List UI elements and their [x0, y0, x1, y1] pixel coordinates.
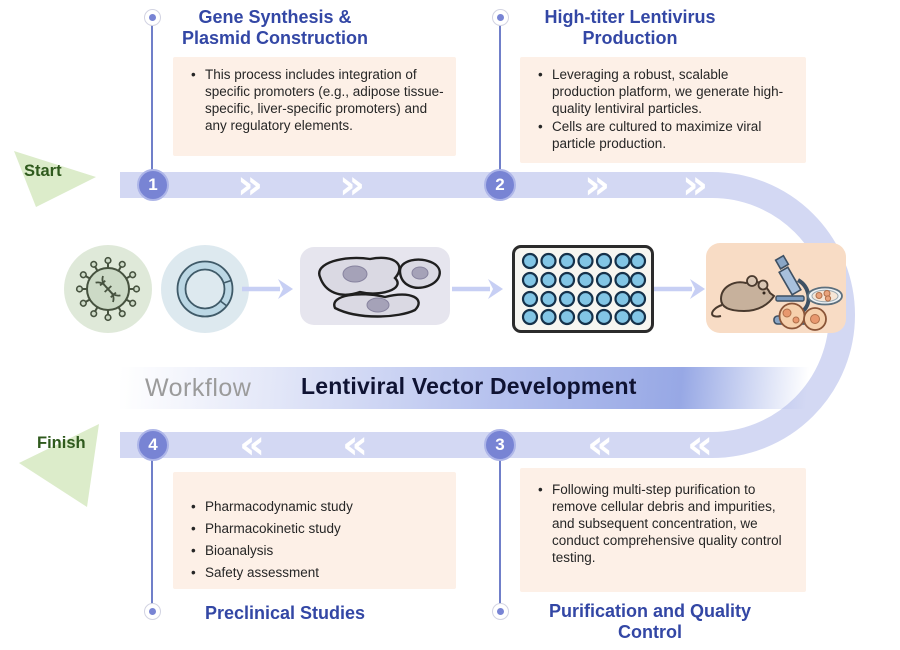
chevron-left-icon: « [342, 422, 368, 468]
preclinical-testing-icon [706, 243, 846, 333]
chevron-right-icon: » [584, 162, 610, 208]
note-bullet: Safety assessment [189, 564, 444, 581]
step-marker-4: 4 [137, 429, 169, 461]
chevron-right-icon: » [339, 162, 365, 208]
connector-line [151, 24, 153, 180]
step-1-title: Gene Synthesis & Plasmid Construction [181, 7, 369, 48]
plasmid-icon [161, 245, 249, 333]
note-bullet: This process includes integration of spe… [189, 66, 444, 134]
chevron-left-icon: « [239, 422, 265, 468]
timeline-dot [492, 9, 509, 26]
step-marker-3: 3 [484, 429, 516, 461]
step-marker-2: 2 [484, 169, 516, 201]
step-2-note: Leveraging a robust, scalable production… [520, 57, 806, 163]
well-plate-icon [512, 245, 654, 333]
note-bullet: Leveraging a robust, scalable production… [536, 66, 794, 117]
note-bullet: Pharmacokinetic study [189, 520, 444, 537]
connector-line [499, 450, 501, 606]
timeline-dot [144, 9, 161, 26]
timeline-dot [144, 603, 161, 620]
workflow-band [120, 367, 820, 409]
timeline-dot [492, 603, 509, 620]
connector-line [151, 450, 153, 606]
finish-arrow [19, 424, 99, 507]
step-4-title: Preclinical Studies [204, 603, 366, 623]
flow-arrow-icon [452, 279, 503, 299]
chevron-right-icon: » [682, 162, 708, 208]
flow-arrow-icon [242, 279, 293, 299]
workflow-label: Workflow [145, 374, 252, 402]
finish-label: Finish [37, 434, 86, 452]
note-bullet: Cells are cultured to maximize viral par… [536, 118, 794, 152]
step-2-title: High-titer Lentivirus Production [544, 7, 716, 48]
flow-arrow-icon [654, 279, 705, 299]
lentivirus-icon [64, 245, 152, 333]
note-bullet: Pharmacodynamic study [189, 498, 444, 515]
step-3-title: Purification and Quality Control [548, 601, 752, 642]
start-label: Start [24, 162, 62, 180]
diagram-title: Lentiviral Vector Development [301, 373, 637, 399]
cells-icon [300, 247, 450, 325]
start-arrow [14, 151, 96, 207]
step-4-note: Pharmacodynamic study Pharmacokinetic st… [173, 472, 456, 589]
note-bullet: Bioanalysis [189, 542, 444, 559]
chevron-right-icon: » [237, 162, 263, 208]
step-1-note: This process includes integration of spe… [173, 57, 456, 156]
chevron-left-icon: « [687, 422, 713, 468]
chevron-left-icon: « [587, 422, 613, 468]
connector-line [499, 24, 501, 180]
step-marker-1: 1 [137, 169, 169, 201]
note-bullet: Following multi-step purification to rem… [536, 481, 794, 566]
step-3-note: Following multi-step purification to rem… [520, 468, 806, 592]
